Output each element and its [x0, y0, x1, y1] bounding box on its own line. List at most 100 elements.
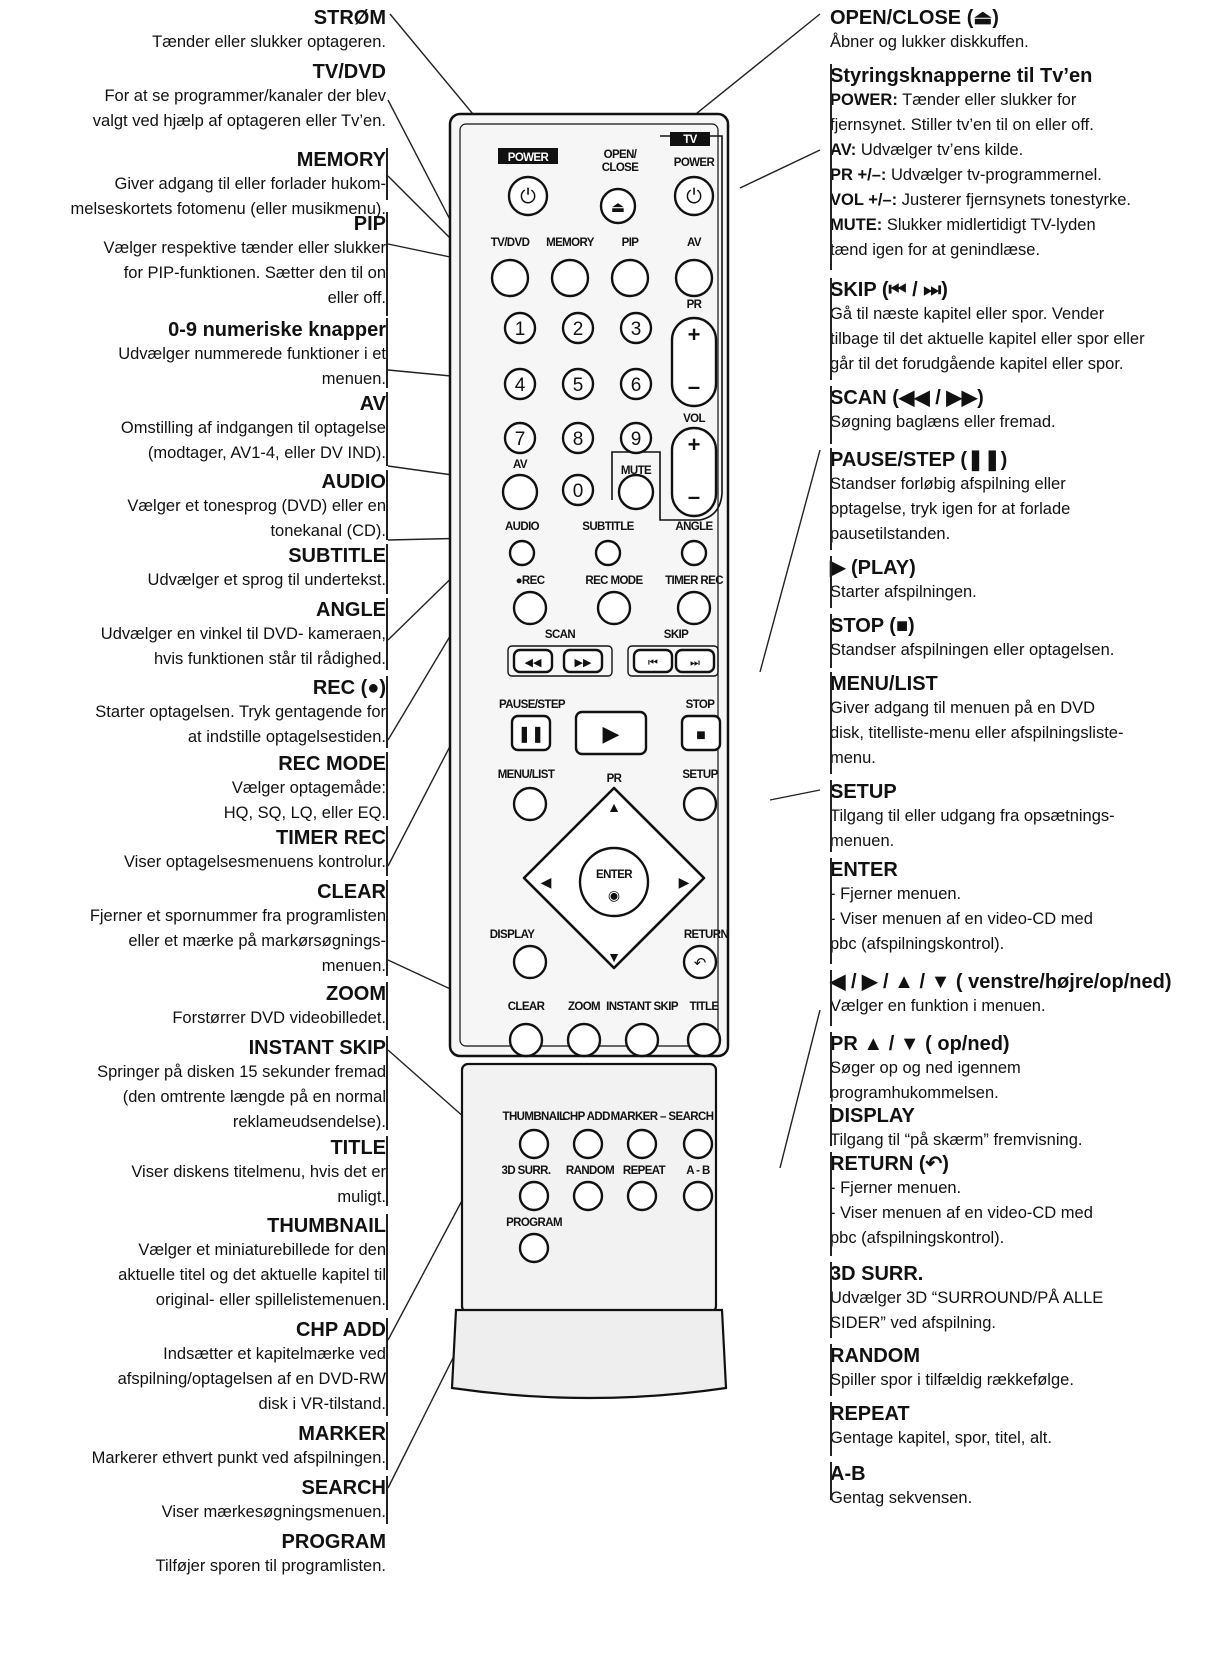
digit-button[interactable]: [503, 421, 537, 455]
entry-title: Styringsknapperne til Tv’en: [830, 65, 1093, 87]
rec-label: ●REC: [516, 575, 545, 587]
tv-power-button[interactable]: [673, 175, 715, 217]
instant-skip-button[interactable]: [624, 1022, 660, 1058]
av-button[interactable]: [501, 473, 539, 511]
av-label: AV: [513, 459, 528, 471]
entry-description: Markerer ethvert punkt ved afspilningen.: [91, 1449, 386, 1467]
pip-button[interactable]: [610, 258, 650, 298]
skip-back-button[interactable]: [632, 648, 674, 674]
program-button[interactable]: [518, 1232, 550, 1264]
bracket-bar: [830, 1104, 832, 1146]
mute-button[interactable]: [617, 473, 655, 511]
left-entry: REC (●)Starter optagelsen. Tryk gentagen…: [0, 676, 386, 750]
entry-description: Søger op og ned igennem programhukommels…: [830, 1059, 1021, 1102]
tv-vol-rocker[interactable]: [670, 426, 718, 518]
title-button[interactable]: [686, 1022, 722, 1058]
digit-button[interactable]: [561, 367, 595, 401]
minus-icon: –: [688, 374, 700, 399]
scan-group: [507, 645, 613, 677]
digit-button[interactable]: [619, 421, 653, 455]
entry-title: 0-9 numeriske knapper: [168, 319, 386, 341]
3d-surr-button[interactable]: [518, 1180, 550, 1212]
minus-icon: –: [688, 484, 700, 509]
timer-rec-label: TIMER REC: [665, 575, 723, 587]
tv-dvd-button[interactable]: [490, 258, 530, 298]
entry-description: - Fjerner menuen. - Viser menuen af en v…: [830, 885, 1093, 953]
entry-description: Fjerner et spornummer fra programlisten …: [89, 907, 386, 975]
entry-row-key: PR +/–:: [830, 166, 887, 184]
skip-forward-button[interactable]: [674, 648, 716, 674]
search-button[interactable]: [682, 1128, 714, 1160]
marker-button[interactable]: [626, 1128, 658, 1160]
play-button[interactable]: [574, 710, 648, 756]
bracket-bar: [830, 780, 832, 852]
tv-av-button[interactable]: [674, 258, 714, 298]
digit-button[interactable]: [561, 311, 595, 345]
tv-tag: [670, 132, 710, 146]
audio-button[interactable]: [508, 539, 536, 567]
entry-description: Giver adgang til menuen på en DVD disk, …: [830, 699, 1124, 767]
entry-title: OPEN/CLOSE (⏏): [830, 7, 999, 29]
entry-description: Starter afspilningen.: [830, 583, 977, 601]
entry-description: Udvælger nummerede funktioner i et menue…: [118, 345, 386, 388]
skip-back-icon: ⏮: [648, 657, 658, 669]
scan-forward-button[interactable]: [562, 648, 604, 674]
repeat-button[interactable]: [626, 1180, 658, 1212]
menu-list-button[interactable]: [512, 786, 548, 822]
right-entry: OPEN/CLOSE (⏏)Åbner og lukker diskkuffen…: [830, 6, 1224, 55]
entry-description: Vælger respektive tænder eller slukker f…: [103, 239, 386, 307]
bracket-bar: [386, 880, 388, 976]
open-close-button[interactable]: [599, 187, 637, 225]
a-b-button[interactable]: [682, 1180, 714, 1212]
entry-title: INSTANT SKIP: [248, 1037, 386, 1059]
digit-button[interactable]: [619, 367, 653, 401]
digit-button[interactable]: [619, 311, 653, 345]
bracket-bar: [386, 1318, 388, 1416]
bracket-bar: [830, 1262, 832, 1338]
stop-button[interactable]: [680, 714, 722, 752]
digit-button[interactable]: [561, 421, 595, 455]
enter-button[interactable]: [578, 846, 650, 918]
digit-button[interactable]: [503, 311, 537, 345]
clear-button[interactable]: [508, 1022, 544, 1058]
entry-description: Spiller spor i tilfældig rækkefølge.: [830, 1371, 1074, 1389]
tv-pr-rocker[interactable]: [670, 316, 718, 408]
random-button[interactable]: [572, 1180, 604, 1212]
entry-title: STRØM: [313, 7, 386, 29]
pause-step-button[interactable]: [510, 714, 552, 752]
right-entry: PR ▲ / ▼ ( op/ned)Søger op og ned igenne…: [830, 1032, 1224, 1106]
bracket-bar: [830, 556, 832, 608]
angle-button[interactable]: [680, 539, 708, 567]
display-button[interactable]: [512, 944, 548, 980]
bracket-bar: [386, 826, 388, 876]
thumbnail-button[interactable]: [518, 1128, 550, 1160]
memory-button[interactable]: [550, 258, 590, 298]
rec-mode-button[interactable]: [596, 590, 632, 626]
subtitle-button[interactable]: [594, 539, 622, 567]
entry-description: Vælger et miniaturebillede for den aktue…: [118, 1241, 386, 1309]
digit-button[interactable]: [503, 367, 537, 401]
entry-description: Indsætter et kapitelmærke ved afspilning…: [117, 1345, 386, 1413]
entry-title: REC MODE: [278, 753, 386, 775]
open-close-label: CLOSE: [602, 162, 640, 174]
power-button[interactable]: [507, 175, 549, 217]
digit-button[interactable]: [561, 473, 595, 507]
entry-title: AV: [359, 393, 386, 415]
timer-rec-button[interactable]: [676, 590, 712, 626]
scan-back-button[interactable]: [512, 648, 554, 674]
zoom-button[interactable]: [566, 1022, 602, 1058]
bracket-bar: [386, 544, 388, 594]
chp-add-button[interactable]: [572, 1128, 604, 1160]
bracket-bar: [386, 470, 388, 540]
rec-button[interactable]: [512, 590, 548, 626]
right-entry: ◀ / ▶ / ▲ / ▼ ( venstre/højre/op/ned)Væl…: [830, 970, 1224, 1019]
return-button[interactable]: [682, 944, 718, 980]
setup-button[interactable]: [682, 786, 718, 822]
skip-group: [627, 645, 719, 677]
